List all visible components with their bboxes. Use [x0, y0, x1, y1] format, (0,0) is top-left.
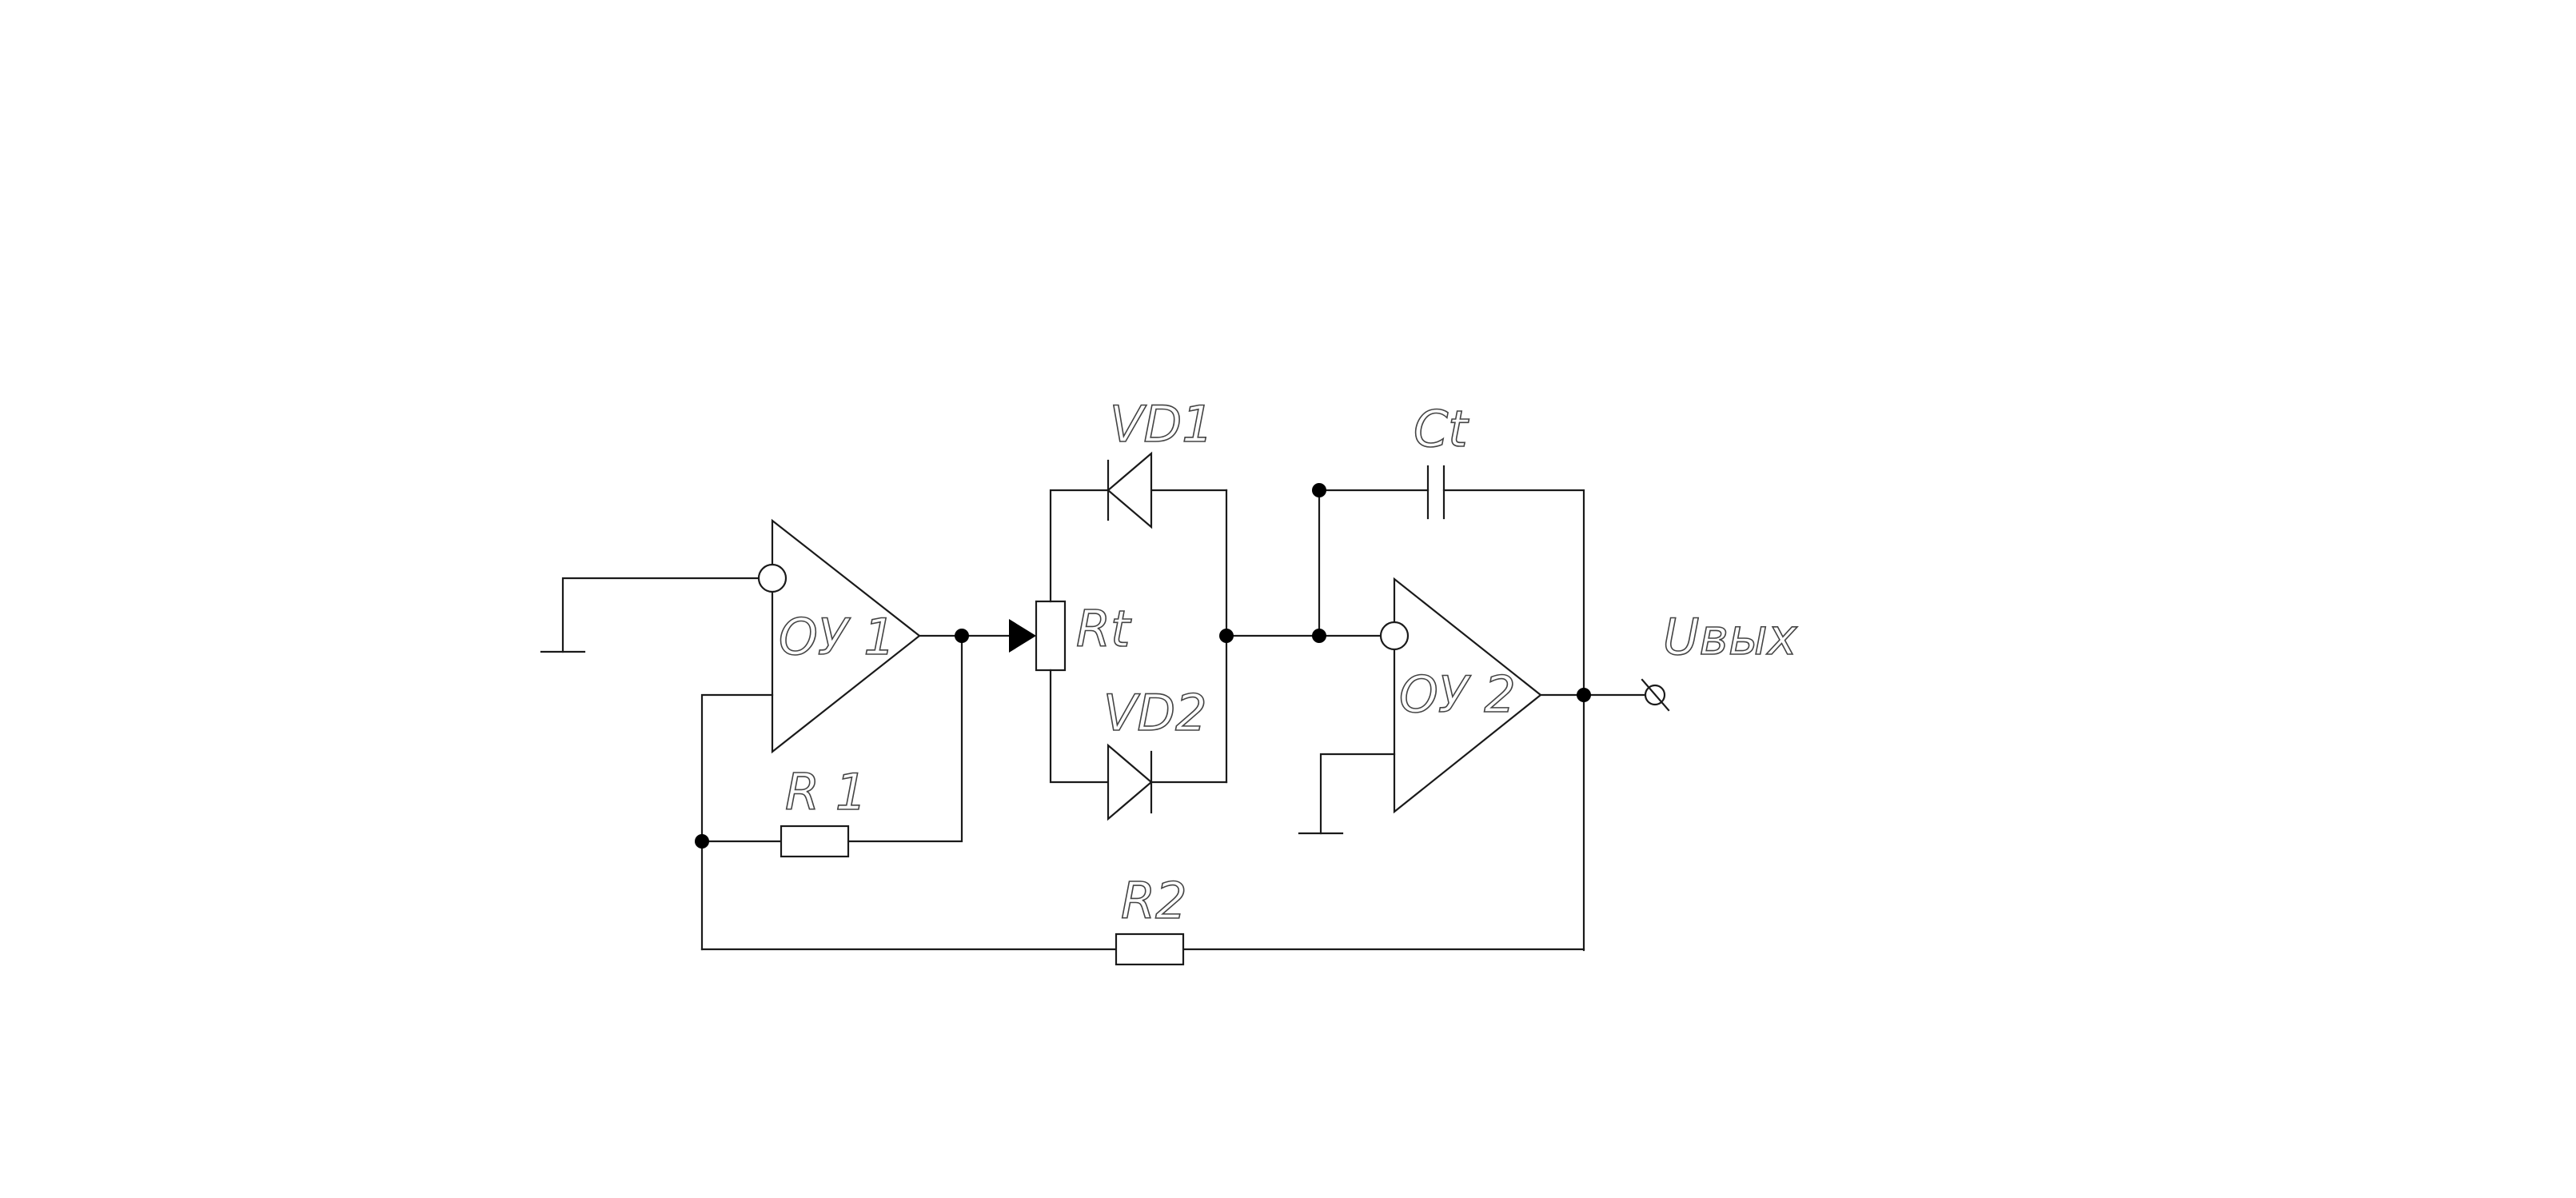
resistor-r2-body: [1115, 932, 1185, 966]
opamp-1-label: ОУ 1: [779, 608, 895, 666]
wire-ct-right: [1442, 489, 1585, 952]
diode-vd1: VD1: [1107, 394, 1214, 529]
opamp-2: ОУ 2: [1393, 577, 1542, 814]
ground-2: [1298, 753, 1396, 835]
resistor-r1-body: [780, 825, 850, 858]
junction-dot: [1312, 629, 1326, 643]
thermistor-rt: Rt: [1009, 599, 1133, 672]
resistor-r2: R2: [1115, 871, 1187, 966]
ground-1: [540, 577, 760, 653]
opamp-1-inverting-input: [757, 563, 788, 593]
junction-dot: [695, 834, 709, 849]
wire-vd-left: [1049, 489, 1110, 603]
resistor-r2-label: R2: [1121, 872, 1187, 930]
diode-vd2: VD2: [1103, 683, 1207, 821]
junction-dot: [1312, 483, 1326, 497]
opamp-1: ОУ 1: [771, 518, 921, 754]
capacitor-ct-label: Ct: [1414, 400, 1469, 458]
output-terminal: Uвых: [1641, 607, 1799, 712]
opamp-1-body: [771, 518, 921, 754]
capacitor-ct: Ct: [1413, 399, 1470, 520]
resistor-r1: R 1: [780, 762, 867, 858]
rt-arrow-icon: [1009, 619, 1036, 653]
opamp-2-body: [1393, 577, 1542, 814]
output-label: Uвых: [1663, 608, 1798, 666]
junction-dot: [955, 629, 969, 643]
junction-dot: [1219, 629, 1234, 643]
diode-vd1-body: [1107, 451, 1153, 529]
diode-vd2-body: [1107, 743, 1153, 821]
junction-dot: [1577, 688, 1591, 702]
opamp-2-label: ОУ 2: [1399, 665, 1516, 724]
diode-vd2-label: VD2: [1103, 684, 1207, 742]
rt-label: Rt: [1076, 600, 1132, 658]
rt-body: [1035, 600, 1067, 672]
opamp-2-inverting-input: [1379, 621, 1410, 651]
wire-opamp1-noninv: [700, 693, 774, 951]
wire-r1-right: [847, 634, 963, 843]
diode-vd1-label: VD1: [1110, 395, 1214, 453]
wire-vd2-left: [1049, 669, 1110, 784]
resistor-r1-label: R 1: [785, 763, 867, 821]
